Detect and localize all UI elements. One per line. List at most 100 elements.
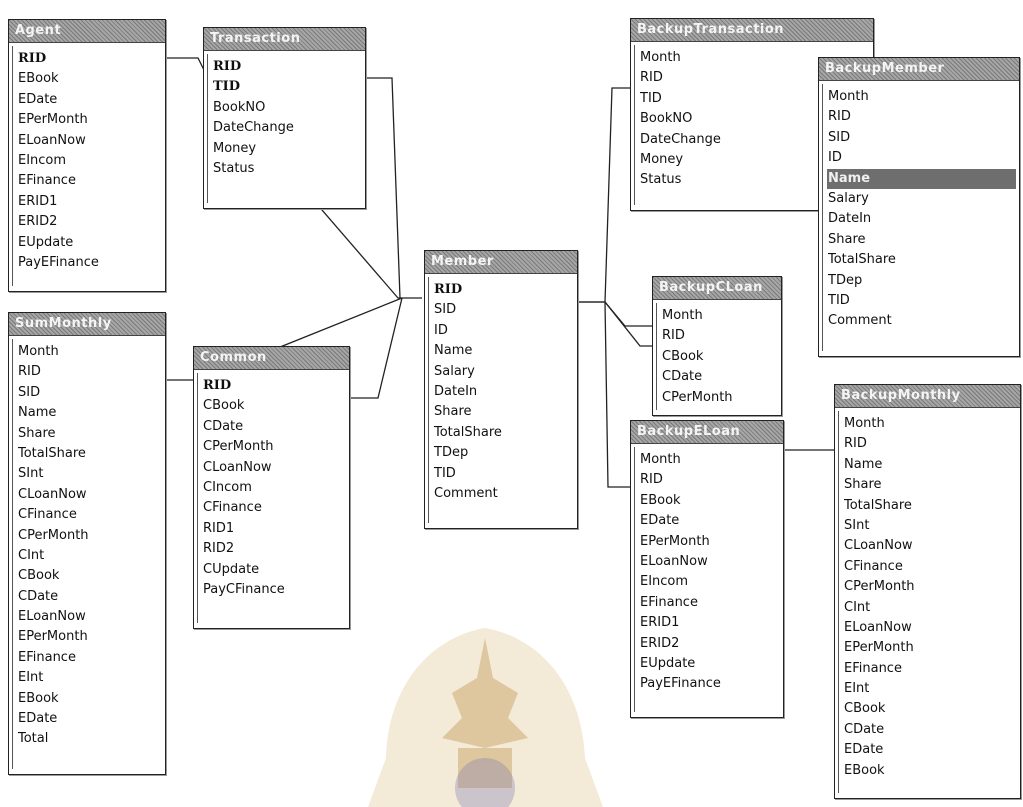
field-salary[interactable]: Salary <box>434 363 475 379</box>
field-cint[interactable]: CInt <box>844 599 871 615</box>
table-title[interactable]: Common <box>194 347 349 370</box>
field-share[interactable]: Share <box>828 231 866 247</box>
field-cfinance[interactable]: CFinance <box>203 500 262 516</box>
field-datein[interactable]: DateIn <box>828 211 872 227</box>
field-month[interactable]: Month <box>18 344 59 359</box>
field-cbook[interactable]: CBook <box>203 398 245 414</box>
field-name[interactable]: Name <box>827 168 1016 189</box>
field-bookno[interactable]: BookNO <box>640 111 693 127</box>
field-tid[interactable]: TID <box>640 90 662 106</box>
field-money[interactable]: Money <box>640 151 684 167</box>
table-title[interactable]: BackupTransaction <box>631 19 873 42</box>
field-totalshare[interactable]: TotalShare <box>828 252 896 268</box>
field-erid1[interactable]: ERID1 <box>18 193 58 209</box>
field-month[interactable]: Month <box>640 452 681 467</box>
field-edate[interactable]: EDate <box>640 513 680 529</box>
field-ebook[interactable]: EBook <box>640 492 681 508</box>
field-month[interactable]: Month <box>844 416 885 431</box>
field-erid2[interactable]: ERID2 <box>18 214 58 230</box>
field-sid[interactable]: SID <box>828 129 851 145</box>
field-rid[interactable]: RID <box>18 364 41 380</box>
field-name[interactable]: Name <box>18 405 57 421</box>
field-cpermonth[interactable]: CPerMonth <box>18 527 89 543</box>
field-salary[interactable]: Salary <box>828 190 869 206</box>
field-datechange[interactable]: DateChange <box>213 120 294 136</box>
field-cpermonth[interactable]: CPerMonth <box>203 439 274 455</box>
field-tdep[interactable]: TDep <box>434 445 469 461</box>
field-cdate[interactable]: CDate <box>844 721 885 737</box>
field-erid2[interactable]: ERID2 <box>640 635 680 651</box>
field-rid[interactable]: RID <box>640 472 663 488</box>
field-edate[interactable]: EDate <box>18 91 58 107</box>
field-total[interactable]: Total <box>18 731 49 747</box>
field-datechange[interactable]: DateChange <box>640 131 721 147</box>
table-title[interactable]: Agent <box>9 20 165 43</box>
field-rid[interactable]: RID <box>18 51 47 66</box>
field-share[interactable]: Share <box>18 425 56 441</box>
field-comment[interactable]: Comment <box>828 313 892 329</box>
field-eincom[interactable]: EIncom <box>18 152 67 168</box>
field-name[interactable]: Name <box>844 456 883 472</box>
field-cbook[interactable]: CBook <box>18 568 60 584</box>
field-payefinance[interactable]: PayEFinance <box>18 254 99 270</box>
table-title[interactable]: SumMonthly <box>9 313 165 336</box>
field-bookno[interactable]: BookNO <box>213 99 266 115</box>
field-ebook[interactable]: EBook <box>18 690 59 706</box>
field-rid1[interactable]: RID1 <box>203 520 235 536</box>
field-eupdate[interactable]: EUpdate <box>640 655 696 671</box>
field-efinance[interactable]: EFinance <box>18 173 76 189</box>
field-status[interactable]: Status <box>640 172 682 188</box>
field-efinance[interactable]: EFinance <box>844 660 902 676</box>
field-comment[interactable]: Comment <box>434 485 498 501</box>
field-status[interactable]: Status <box>213 160 255 176</box>
field-sint[interactable]: SInt <box>844 517 870 533</box>
field-eloannow[interactable]: ELoanNow <box>640 553 708 569</box>
field-efinance[interactable]: EFinance <box>640 594 698 610</box>
field-eupdate[interactable]: EUpdate <box>18 234 74 250</box>
field-eloannow[interactable]: ELoanNow <box>18 132 86 148</box>
table-title[interactable]: Member <box>425 251 577 274</box>
table-title[interactable]: BackupMember <box>819 58 1019 81</box>
field-cupdate[interactable]: CUpdate <box>203 561 260 577</box>
field-rid[interactable]: RID <box>844 436 867 452</box>
field-rid[interactable]: RID <box>828 109 851 125</box>
field-sint[interactable]: SInt <box>18 466 44 482</box>
field-cbook[interactable]: CBook <box>844 701 886 717</box>
field-datein[interactable]: DateIn <box>434 383 478 399</box>
field-rid[interactable]: RID <box>203 378 232 393</box>
field-money[interactable]: Money <box>213 140 257 156</box>
field-rid[interactable]: RID <box>213 59 242 74</box>
field-epermonth[interactable]: EPerMonth <box>640 533 710 549</box>
field-totalshare[interactable]: TotalShare <box>18 445 86 461</box>
field-id[interactable]: ID <box>828 150 842 166</box>
field-eint[interactable]: EInt <box>18 670 44 686</box>
field-epermonth[interactable]: EPerMonth <box>18 112 88 128</box>
field-tid[interactable]: TID <box>213 79 241 95</box>
field-name[interactable]: Name <box>434 343 473 359</box>
field-efinance[interactable]: EFinance <box>18 649 76 665</box>
field-tdep[interactable]: TDep <box>828 272 863 288</box>
field-cincom[interactable]: CIncom <box>203 479 252 495</box>
field-cloannow[interactable]: CLoanNow <box>18 486 87 502</box>
field-rid[interactable]: RID <box>662 328 685 344</box>
field-month[interactable]: Month <box>640 50 681 65</box>
field-edate[interactable]: EDate <box>18 711 58 727</box>
field-tid[interactable]: TID <box>828 292 850 308</box>
field-epermonth[interactable]: EPerMonth <box>18 629 88 645</box>
field-totalshare[interactable]: TotalShare <box>434 424 502 440</box>
field-cloannow[interactable]: CLoanNow <box>203 459 272 475</box>
field-erid1[interactable]: ERID1 <box>640 615 680 631</box>
field-share[interactable]: Share <box>844 477 882 493</box>
field-month[interactable]: Month <box>828 89 869 104</box>
table-title[interactable]: Transaction <box>204 28 365 51</box>
table-title[interactable]: BackupMonthly <box>835 385 1020 408</box>
field-payefinance[interactable]: PayEFinance <box>640 676 721 692</box>
field-eloannow[interactable]: ELoanNow <box>844 619 912 635</box>
table-title[interactable]: BackupELoan <box>631 421 783 444</box>
